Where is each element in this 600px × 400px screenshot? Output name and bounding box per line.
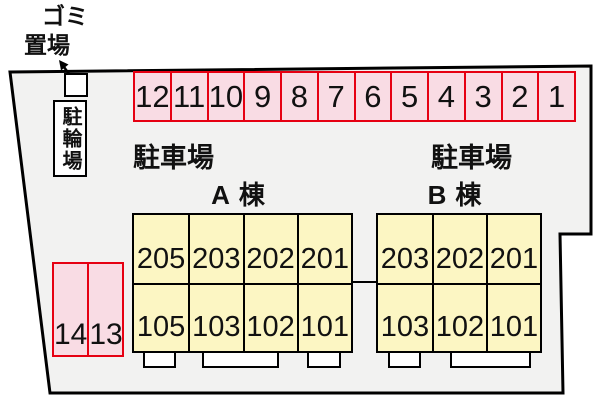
entrance-porch: [143, 351, 176, 368]
parking-space: 1: [537, 73, 574, 120]
building-b: 203 202 201 103 102 101: [376, 213, 542, 353]
parking-space: 12: [135, 78, 170, 114]
room-cell: 103: [378, 283, 432, 351]
room-cell: 102: [432, 283, 486, 351]
building-a: 205 203 202 201 105 103 102 101: [132, 213, 353, 353]
room-cell: 105: [134, 283, 189, 351]
garbage-area-label: ゴミ置場: [24, 3, 88, 58]
bicycle-parking-box: 駐輪場: [53, 100, 87, 177]
parking-space: 11: [169, 73, 207, 120]
room-cell: 203: [380, 243, 430, 275]
room-cell: 102: [242, 283, 297, 351]
room-cell: 202: [242, 215, 297, 283]
parking-lot-label-a: 駐車場: [133, 143, 214, 173]
room-cell: 101: [486, 283, 540, 351]
building-connector-line: [351, 281, 378, 283]
parking-space: 14: [54, 318, 88, 351]
room-cell: 103: [188, 283, 243, 351]
entrance-porch: [202, 351, 279, 368]
parking-space: 10: [206, 73, 244, 120]
room-cell: 203: [188, 215, 242, 283]
bicycle-parking-label: 駐輪場: [59, 105, 81, 172]
garbage-bin-box: [64, 73, 88, 97]
entrance-porch: [307, 351, 341, 368]
room-cell: 101: [296, 283, 351, 351]
parking-space: 3: [463, 73, 501, 120]
parking-space: 5: [390, 73, 427, 120]
parking-row: 12 11 10 9 8 7 6 5 4 3 2 1: [133, 71, 576, 122]
building-b-label: B棟: [427, 180, 491, 210]
side-parking: 14 13: [52, 262, 124, 357]
parking-space: 6: [353, 73, 391, 120]
parking-space: 8: [280, 73, 317, 120]
room-cell: 205: [136, 243, 186, 275]
parking-space: 9: [243, 73, 280, 120]
parking-space: 2: [500, 73, 538, 120]
entrance-porch: [388, 351, 421, 368]
building-a-label: A棟: [211, 180, 274, 210]
parking-space: 4: [427, 73, 464, 120]
entrance-porch: [450, 351, 531, 368]
parking-space: 7: [316, 73, 354, 120]
room-cell: 202: [432, 215, 486, 283]
room-cell: 201: [296, 215, 351, 283]
parking-lot-label-b: 駐車場: [431, 143, 512, 173]
parking-space: 13: [87, 264, 123, 355]
room-cell: 201: [486, 215, 540, 283]
